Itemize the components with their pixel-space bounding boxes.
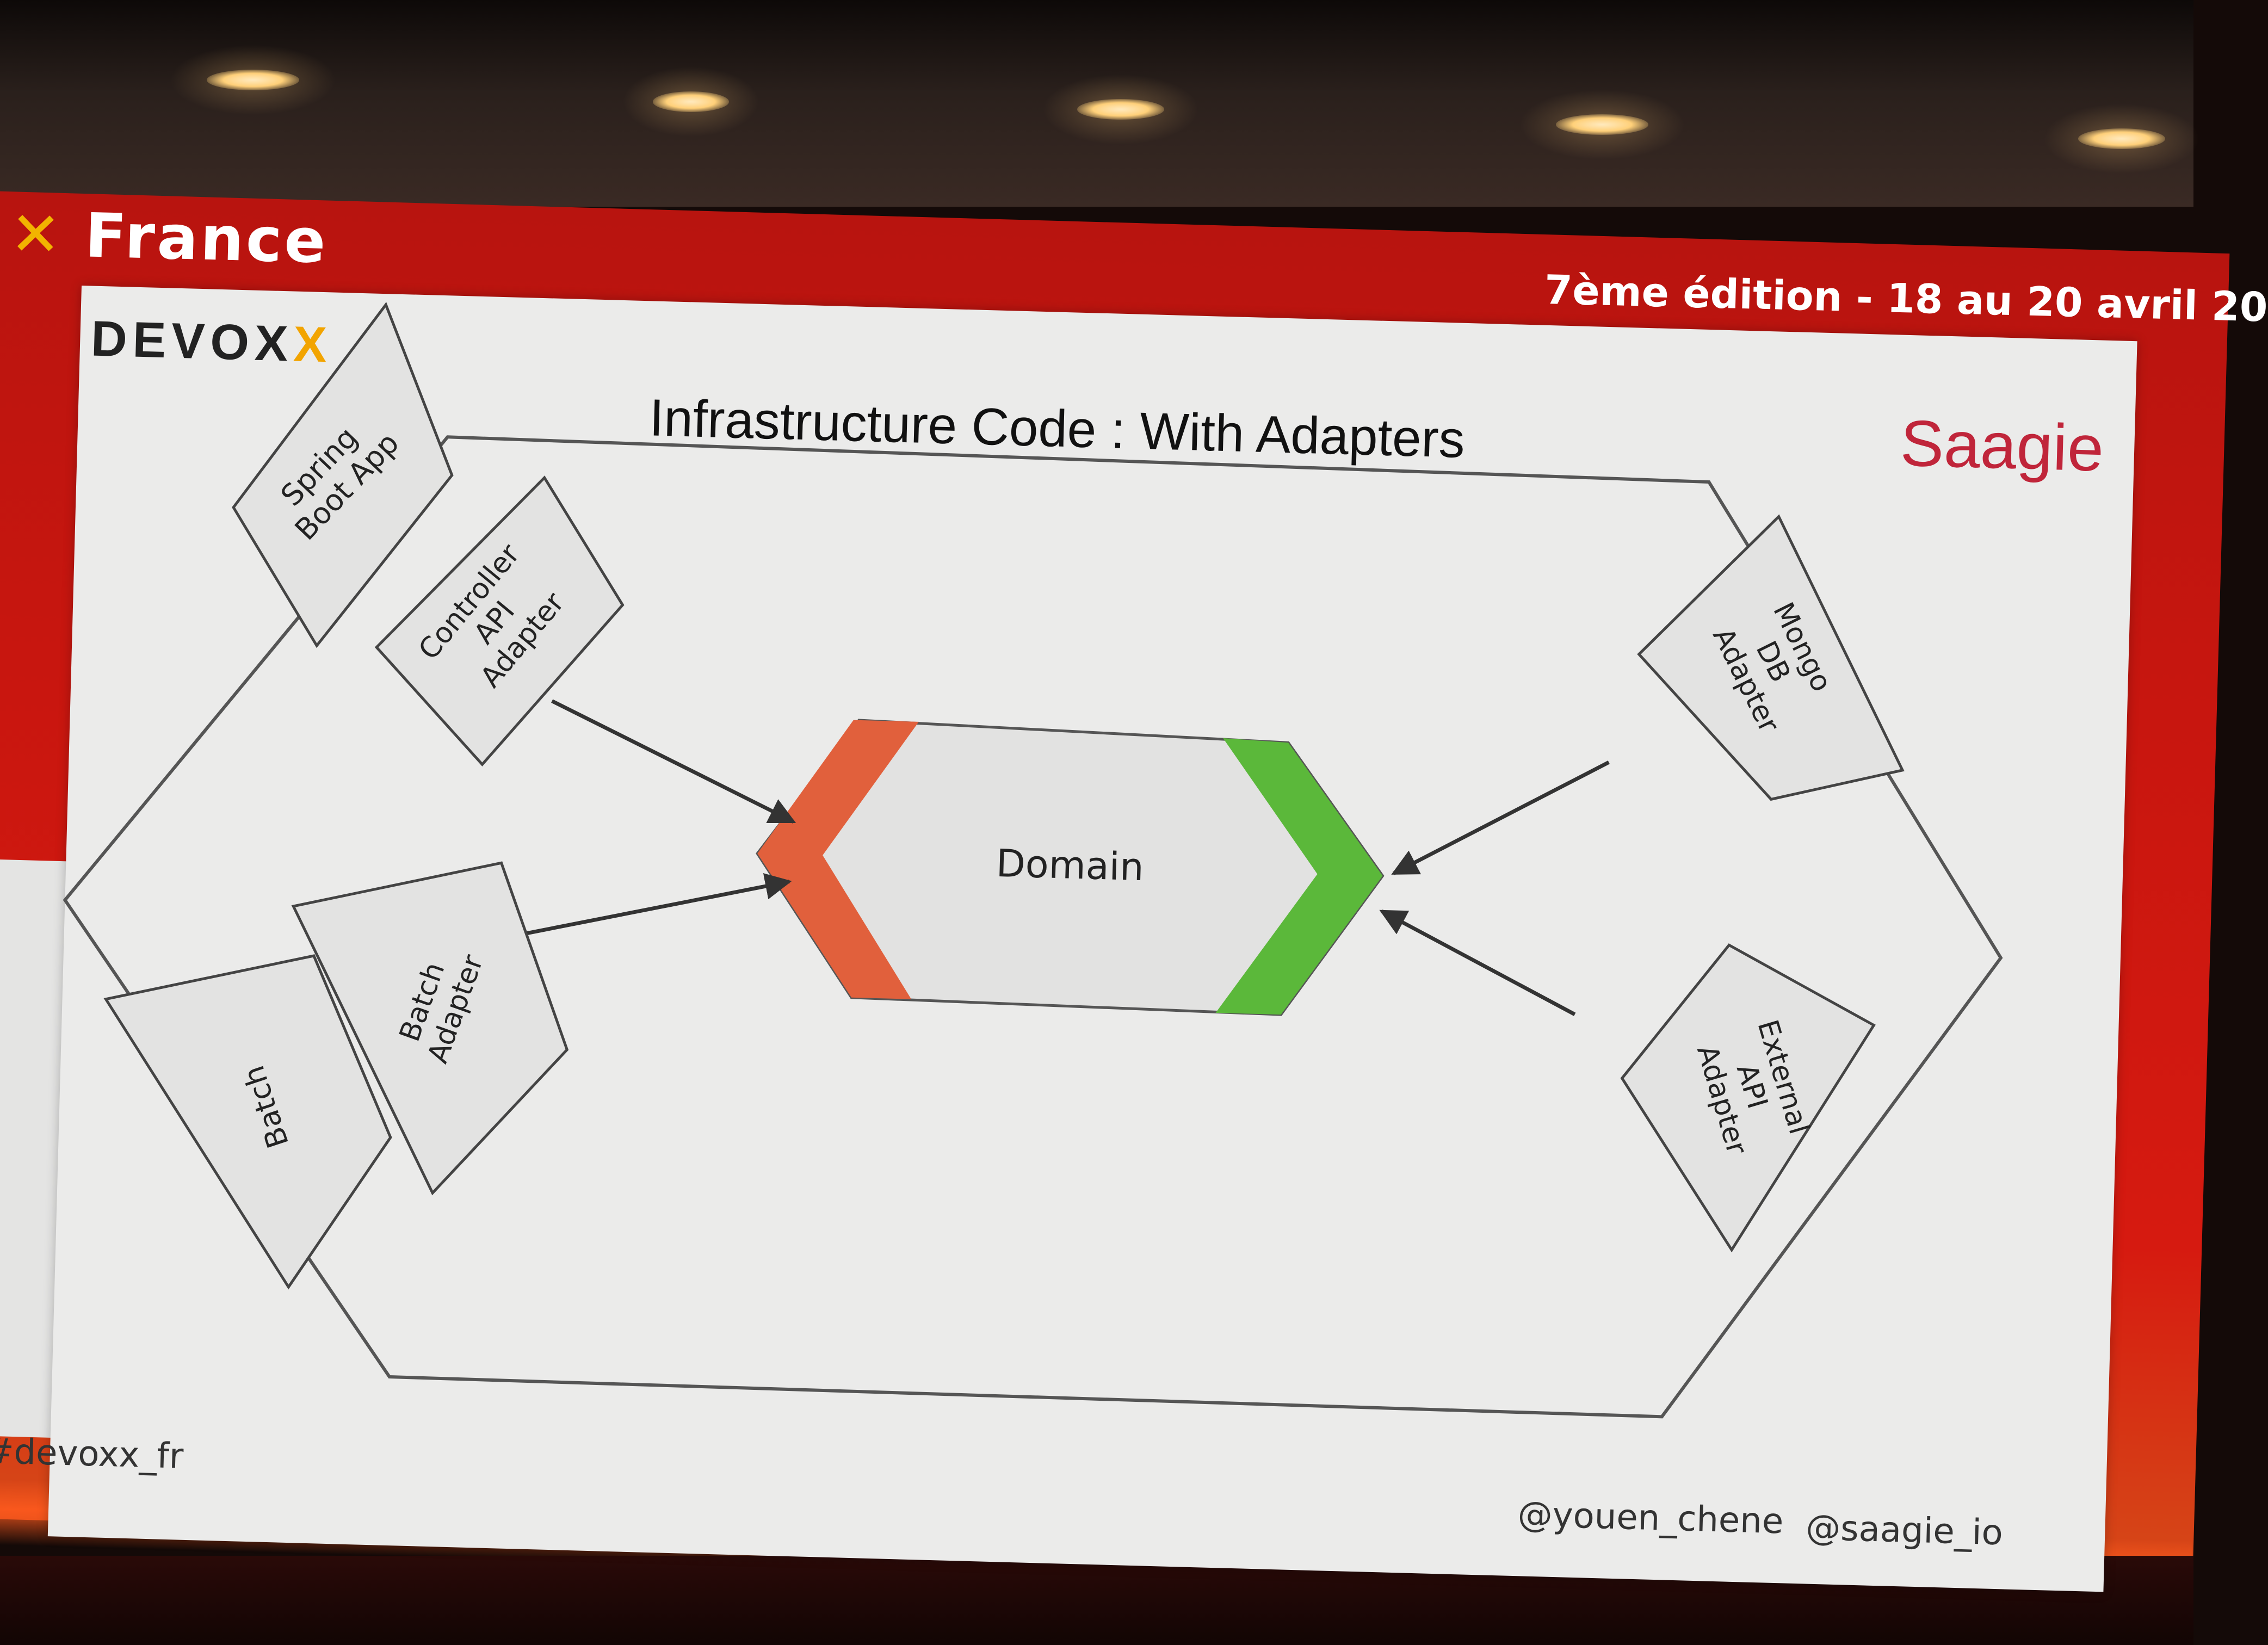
controller-api-adapter-node: Controller API Adapter — [374, 475, 625, 767]
arrow-controller-to-domain — [551, 699, 796, 824]
banner-brand: ✕ France — [9, 199, 329, 277]
right-chevron — [1215, 738, 1383, 1015]
left-chevron — [757, 720, 919, 999]
ceiling-light — [622, 66, 759, 137]
batch-adapter-node: Batch Adapter — [291, 861, 569, 1196]
speaker-handle: @youen_chene — [1517, 1494, 1784, 1542]
arrow-mongo-to-domain — [1391, 760, 1610, 875]
ceiling-light — [170, 45, 336, 115]
spring-boot-app-node: Spring Boot App — [232, 302, 454, 648]
domain-label: Domain — [996, 841, 1145, 889]
devoxx-x-mark-icon: ✕ — [9, 199, 64, 271]
company-handle: @saagie_io — [1805, 1507, 2004, 1554]
external-api-adapter-node: External API Adapter — [1620, 943, 1876, 1253]
ceiling-light — [1042, 74, 1199, 145]
outer-hexagon — [63, 435, 2003, 1419]
hashtag: #devoxx_fr — [0, 1431, 184, 1477]
banner-brand-text: France — [84, 200, 329, 277]
presentation-slide: DEVOXX Saagie Infrastructure Code : With… — [0, 286, 2137, 1592]
arrow-external-to-domain — [1379, 909, 1576, 1016]
ceiling-light — [2043, 103, 2200, 174]
batch-node: Batch — [103, 954, 392, 1290]
arrow-batch-adapter-to-domain — [485, 873, 792, 943]
hexagonal-architecture-diagram: Domain Spring Boot App Controller API — [63, 302, 2003, 1419]
ceiling-light — [1519, 89, 1685, 160]
mongo-db-adapter-node: Mongo DB Adapter — [1637, 514, 1905, 801]
ceiling — [0, 0, 2200, 207]
